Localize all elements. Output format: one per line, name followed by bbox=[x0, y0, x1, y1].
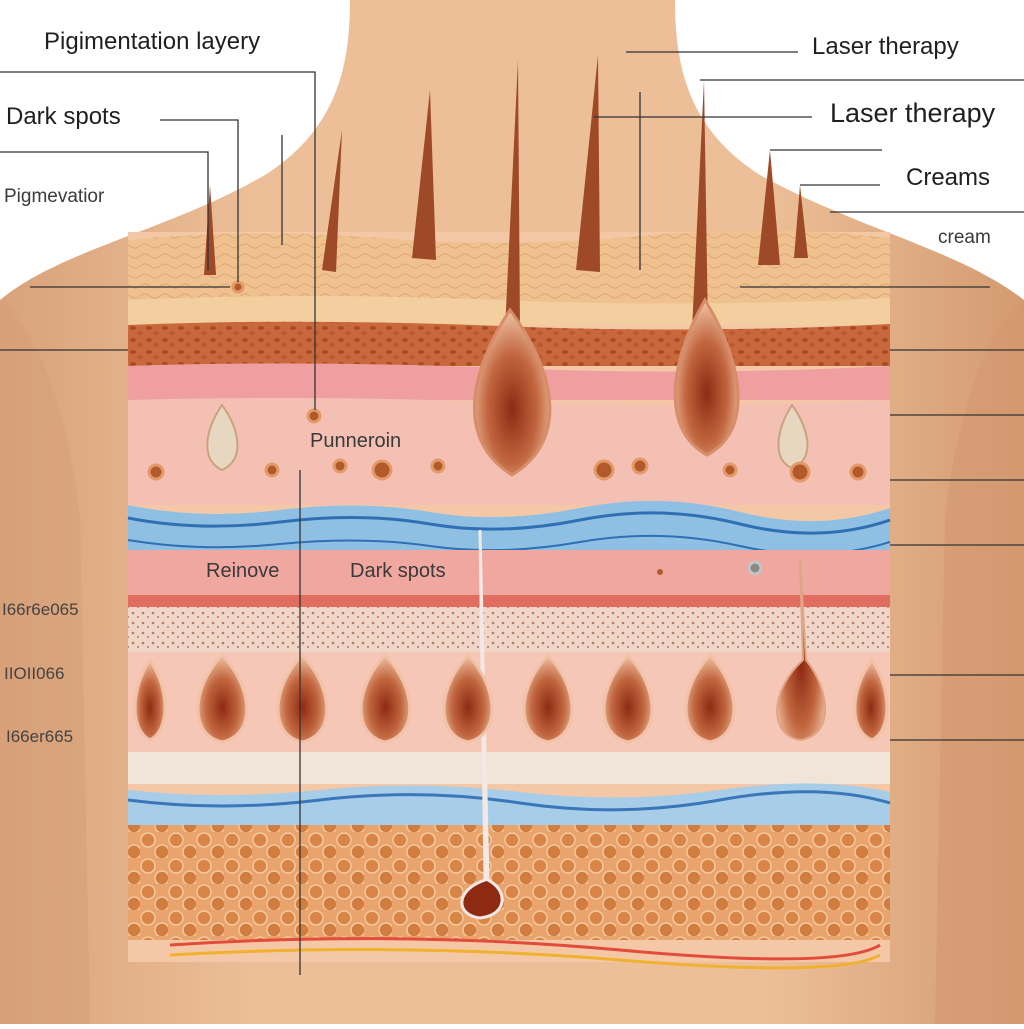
label-creams-2: cream bbox=[938, 227, 991, 248]
hair-follicles bbox=[206, 297, 826, 920]
label-remove: Reinove bbox=[206, 560, 280, 582]
label-laser-therapy-2: Laser therapy bbox=[830, 98, 996, 128]
label-punnerion: Punneroin bbox=[310, 430, 402, 452]
leader-lines bbox=[0, 51, 1024, 975]
hair-shafts bbox=[204, 55, 808, 330]
label-laser-therapy-1: Laser therapy bbox=[812, 33, 959, 60]
label-garbled-2: IIOII066 bbox=[4, 664, 65, 683]
label-pigmentation-layer: Pigimentation layery bbox=[44, 28, 261, 55]
label-garbled-1: I66r6e065 bbox=[2, 600, 79, 619]
pigment-spots bbox=[147, 280, 867, 576]
sweat-glands bbox=[133, 652, 889, 744]
blood-vessel-band bbox=[128, 500, 890, 550]
label-pigmevatior: Pigmevatior bbox=[4, 186, 105, 207]
label-garbled-3: I66er665 bbox=[6, 727, 74, 746]
label-dark-spots-center: Dark spots bbox=[350, 560, 446, 582]
fat-layer bbox=[128, 825, 890, 940]
label-creams-1: Creams bbox=[906, 164, 991, 191]
label-dark-spots-left: Dark spots bbox=[6, 103, 121, 130]
